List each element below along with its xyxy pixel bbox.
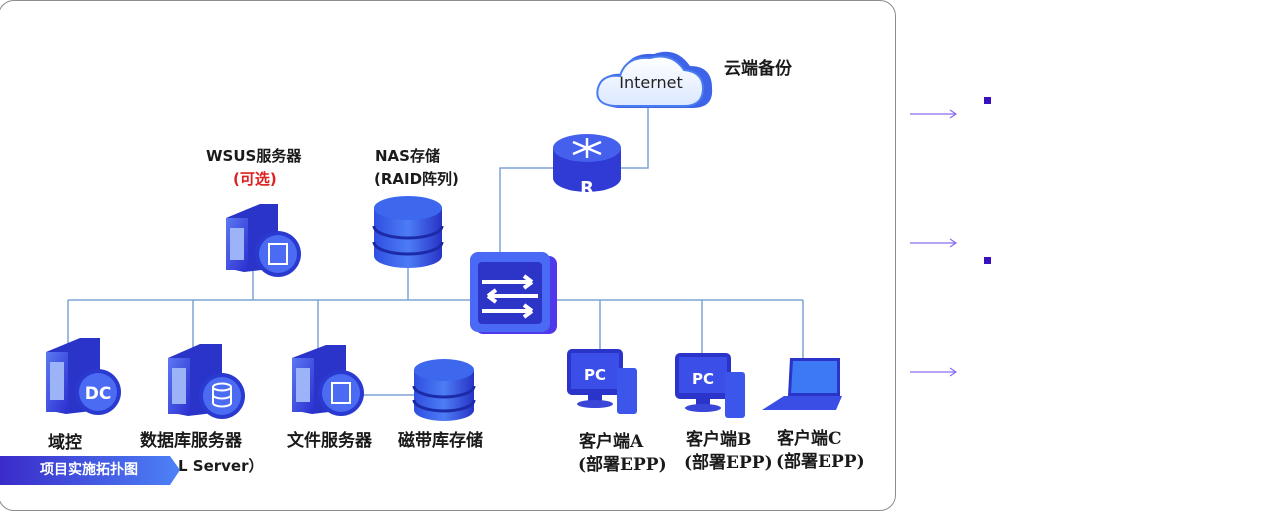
cloud-label: Internet [619, 73, 683, 92]
nas-note: (RAID阵列) [374, 170, 459, 188]
client-c-label: 客户端C [777, 429, 842, 449]
nas-storage-icon [372, 196, 444, 268]
wsus-title: WSUS服务器 [206, 147, 302, 165]
link-switch-router [499, 167, 560, 255]
router-icon [553, 134, 621, 192]
tape-library-icon [412, 359, 476, 421]
client-a-note: (部署EPP) [578, 455, 667, 475]
arrow-right-icon [910, 109, 958, 119]
client-b-badge: PC [692, 370, 714, 388]
client-b-label: 客户端B [686, 430, 752, 450]
cloud-caption: 云端备份 [724, 59, 792, 79]
db-note: L Server） [178, 457, 264, 475]
arrow-right-icon [910, 238, 958, 248]
nas-title: NAS存储 [375, 147, 440, 165]
dc-badge: DC [85, 384, 112, 404]
client-a-pc-icon [567, 349, 637, 414]
db-label: 数据库服务器 [140, 431, 242, 451]
database-server-icon [168, 344, 245, 419]
client-a-badge: PC [584, 366, 606, 384]
tape-label: 磁带库存储 [398, 431, 483, 451]
wsus-optional-note: (可选) [233, 170, 277, 188]
client-b-pc-icon [675, 353, 745, 418]
diagram-panel [0, 0, 896, 511]
arrow-right-icon [910, 367, 958, 377]
file-server-label: 文件服务器 [287, 431, 372, 451]
file-server-icon [292, 345, 364, 416]
network-diagram: DC PC PC [46, 51, 842, 421]
dc-label: 域控 [48, 433, 82, 453]
link-router-cloud [612, 108, 649, 169]
cloud-icon [596, 51, 713, 108]
bullet-square-icon [984, 97, 991, 104]
wsus-server-icon [226, 204, 301, 277]
bullet-square-icon [984, 257, 991, 264]
client-b-note: (部署EPP) [684, 453, 773, 473]
client-c-laptop-icon [762, 358, 842, 410]
links [67, 108, 804, 396]
switch-icon [470, 252, 557, 334]
topology-title-tag: 项目实施拓扑图 [0, 456, 180, 485]
client-a-label: 客户端A [579, 432, 644, 452]
router-label: R [580, 178, 594, 199]
domain-controller-icon [46, 338, 121, 415]
client-c-note: (部署EPP) [776, 452, 865, 472]
